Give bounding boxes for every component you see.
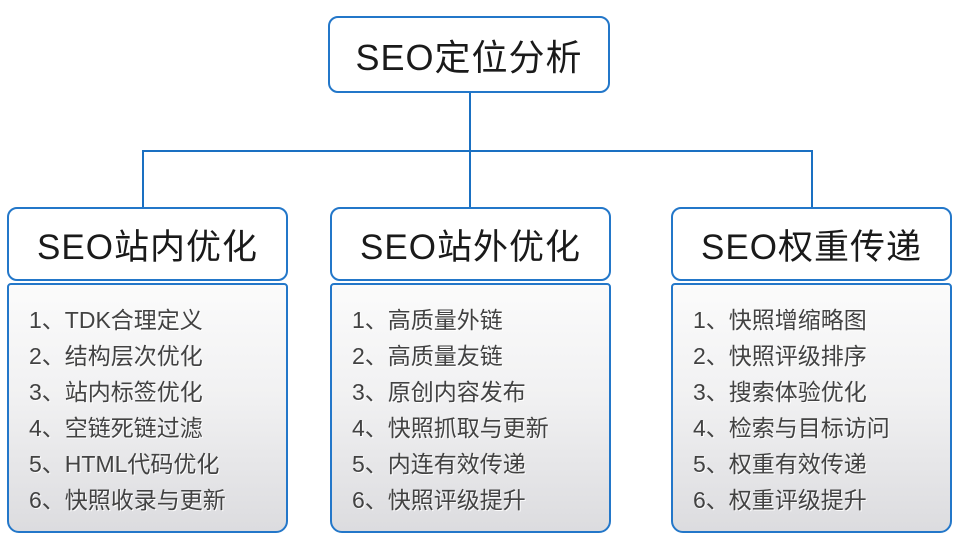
list-item: 4、空链死链过滤 [29,415,203,441]
list-item: 1、快照增缩略图 [693,307,867,333]
connector-drop-middle [469,150,471,208]
branch-title: SEO站内优化 [37,227,258,267]
branch-item-list: 1、TDK合理定义 2、结构层次优化 3、站内标签优化 4、空链死链过滤 5、H… [9,285,286,518]
list-item: 4、检索与目标访问 [693,415,890,441]
branch-header: SEO站内优化 [7,207,288,281]
branch-onsite-optimization: SEO站内优化 1、TDK合理定义 2、结构层次优化 3、站内标签优化 4、空链… [7,207,288,533]
branch-title: SEO权重传递 [701,227,922,267]
list-item: 1、高质量外链 [352,307,503,333]
connector-drop-right [811,150,813,208]
branch-title: SEO站外优化 [360,227,581,267]
branch-header: SEO权重传递 [671,207,952,281]
list-item: 5、HTML代码优化 [29,451,220,477]
root-node-label: SEO定位分析 [355,36,583,78]
list-item: 6、快照收录与更新 [29,487,226,513]
connector-horizontal-bar [142,150,813,152]
list-item: 3、搜索体验优化 [693,379,867,405]
branch-header: SEO站外优化 [330,207,611,281]
branch-item-list: 1、快照增缩略图 2、快照评级排序 3、搜索体验优化 4、检索与目标访问 5、权… [673,285,950,518]
connector-drop-left [142,150,144,208]
connector-root-stem [469,93,471,151]
branch-body: 1、快照增缩略图 2、快照评级排序 3、搜索体验优化 4、检索与目标访问 5、权… [671,283,952,533]
list-item: 2、结构层次优化 [29,343,203,369]
branch-body: 1、高质量外链 2、高质量友链 3、原创内容发布 4、快照抓取与更新 5、内连有… [330,283,611,533]
list-item: 3、原创内容发布 [352,379,526,405]
root-node-seo-positioning: SEO定位分析 [328,16,610,93]
branch-item-list: 1、高质量外链 2、高质量友链 3、原创内容发布 4、快照抓取与更新 5、内连有… [332,285,609,518]
list-item: 4、快照抓取与更新 [352,415,549,441]
list-item: 5、权重有效传递 [693,451,867,477]
list-item: 2、快照评级排序 [693,343,867,369]
branch-offsite-optimization: SEO站外优化 1、高质量外链 2、高质量友链 3、原创内容发布 4、快照抓取与… [330,207,611,533]
list-item: 6、快照评级提升 [352,487,526,513]
list-item: 2、高质量友链 [352,343,503,369]
branch-body: 1、TDK合理定义 2、结构层次优化 3、站内标签优化 4、空链死链过滤 5、H… [7,283,288,533]
list-item: 5、内连有效传递 [352,451,526,477]
branch-weight-transfer: SEO权重传递 1、快照增缩略图 2、快照评级排序 3、搜索体验优化 4、检索与… [671,207,952,533]
list-item: 6、权重评级提升 [693,487,867,513]
list-item: 3、站内标签优化 [29,379,203,405]
list-item: 1、TDK合理定义 [29,307,203,333]
